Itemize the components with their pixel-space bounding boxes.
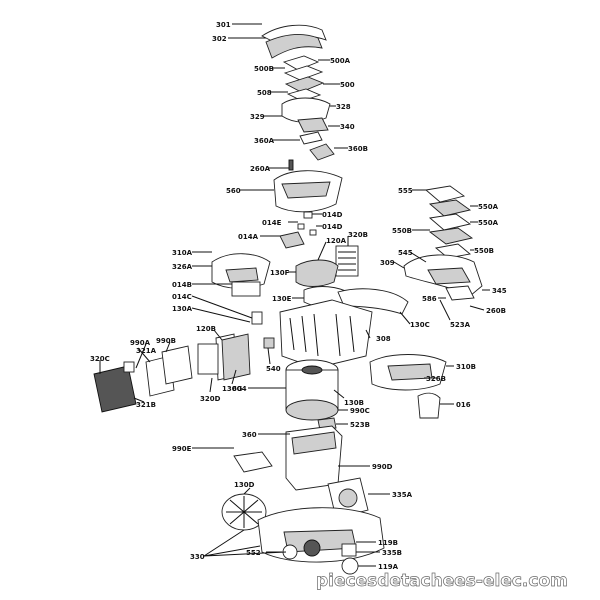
- label-360A: 360A: [254, 137, 275, 145]
- label-014D-1: 014D: [322, 211, 343, 219]
- label-500B: 500B: [254, 65, 274, 73]
- label-550A-2: 550A: [478, 219, 499, 227]
- label-302: 302: [212, 35, 227, 43]
- label-990A: 990A: [130, 339, 151, 347]
- label-523A: 523A: [450, 321, 471, 329]
- label-130D: 130D: [234, 481, 255, 489]
- label-016: 016: [456, 401, 471, 409]
- label-326A: 326A: [172, 263, 193, 271]
- label-130C: 130C: [410, 321, 430, 329]
- part-cover-328: [281, 97, 331, 133]
- label-130G: 130G: [222, 385, 243, 393]
- part-handle-301: [261, 24, 327, 59]
- label-301: 301: [216, 21, 231, 29]
- part-front-grille-320C: [93, 345, 193, 413]
- label-326B: 326B: [426, 375, 446, 383]
- label-120B: 120B: [196, 325, 216, 333]
- label-321B: 321B: [136, 401, 156, 409]
- part-side-cover-310B: [369, 354, 447, 391]
- label-560: 560: [226, 187, 241, 195]
- part-filter-frames-120: [197, 333, 275, 381]
- part-base-330: [257, 507, 385, 563]
- label-550A-1: 550A: [478, 203, 499, 211]
- label-014D-2: 014D: [322, 223, 343, 231]
- label-604: 604: [232, 385, 247, 393]
- label-130E: 130E: [272, 295, 292, 303]
- label-550B-1: 550B: [392, 227, 412, 235]
- label-545: 545: [398, 249, 413, 257]
- label-550B-2: 550B: [474, 247, 494, 255]
- label-340: 340: [340, 123, 355, 131]
- part-filter-stack-500: [282, 55, 325, 102]
- label-335B: 335B: [382, 549, 402, 557]
- part-round-filter-130D: [221, 493, 267, 531]
- label-120A: 120A: [326, 237, 347, 245]
- label-990C: 990C: [350, 407, 370, 415]
- label-130A: 130A: [172, 305, 193, 313]
- part-housing-308: [279, 299, 373, 369]
- leader-lines: [99, 23, 490, 567]
- label-523B: 523B: [350, 421, 370, 429]
- label-320D: 320D: [200, 395, 221, 403]
- label-320C: 320C: [90, 355, 110, 363]
- part-016: [417, 392, 441, 419]
- part-labels: 301 302 500A 500B 500 508 328 329 340 36…: [90, 21, 507, 571]
- label-990D: 990D: [372, 463, 393, 471]
- part-wheel-119: [341, 543, 359, 575]
- label-555: 555: [398, 187, 413, 195]
- label-552: 552: [246, 549, 261, 557]
- label-014B: 014B: [172, 281, 192, 289]
- label-260A: 260A: [250, 165, 271, 173]
- label-309: 309: [380, 259, 395, 267]
- label-500: 500: [340, 81, 355, 89]
- part-lid-560: [273, 170, 343, 213]
- label-119A: 119A: [378, 563, 399, 571]
- label-330: 330: [190, 553, 205, 561]
- label-014C: 014C: [172, 293, 192, 301]
- label-014E: 014E: [262, 219, 282, 227]
- watermark-text: piecesdetachees-elec.com: [316, 571, 568, 591]
- label-508: 508: [257, 89, 272, 97]
- part-990E: [233, 451, 273, 473]
- part-bag-box-360: [285, 425, 343, 491]
- part-housing-309: [403, 254, 483, 301]
- label-328: 328: [336, 103, 351, 111]
- label-260B: 260B: [486, 307, 506, 315]
- label-310A: 310A: [172, 249, 193, 257]
- label-119B: 119B: [378, 539, 398, 547]
- part-filters-550: [424, 185, 474, 259]
- label-586: 586: [422, 295, 437, 303]
- label-540: 540: [266, 365, 281, 373]
- label-360B: 360B: [348, 145, 368, 153]
- part-clips-014B: [251, 311, 263, 325]
- part-side-cover-310A: [211, 253, 271, 297]
- part-grille-320B: [335, 245, 359, 277]
- label-320B: 320B: [348, 231, 368, 239]
- part-motor-604: [285, 359, 339, 421]
- label-321A: 321A: [136, 347, 157, 355]
- part-clip-360: [299, 131, 335, 161]
- label-500A: 500A: [330, 57, 351, 65]
- part-screw-260A: [288, 159, 294, 171]
- label-130F: 130F: [270, 269, 290, 277]
- label-345: 345: [492, 287, 507, 295]
- label-360: 360: [242, 431, 257, 439]
- label-014A: 014A: [238, 233, 259, 241]
- label-329: 329: [250, 113, 265, 121]
- label-130B: 130B: [344, 399, 364, 407]
- label-335A: 335A: [392, 491, 413, 499]
- label-990B: 990B: [156, 337, 176, 345]
- label-310B: 310B: [456, 363, 476, 371]
- label-308: 308: [376, 335, 391, 343]
- part-small-014: [279, 211, 317, 249]
- label-990E: 990E: [172, 445, 192, 453]
